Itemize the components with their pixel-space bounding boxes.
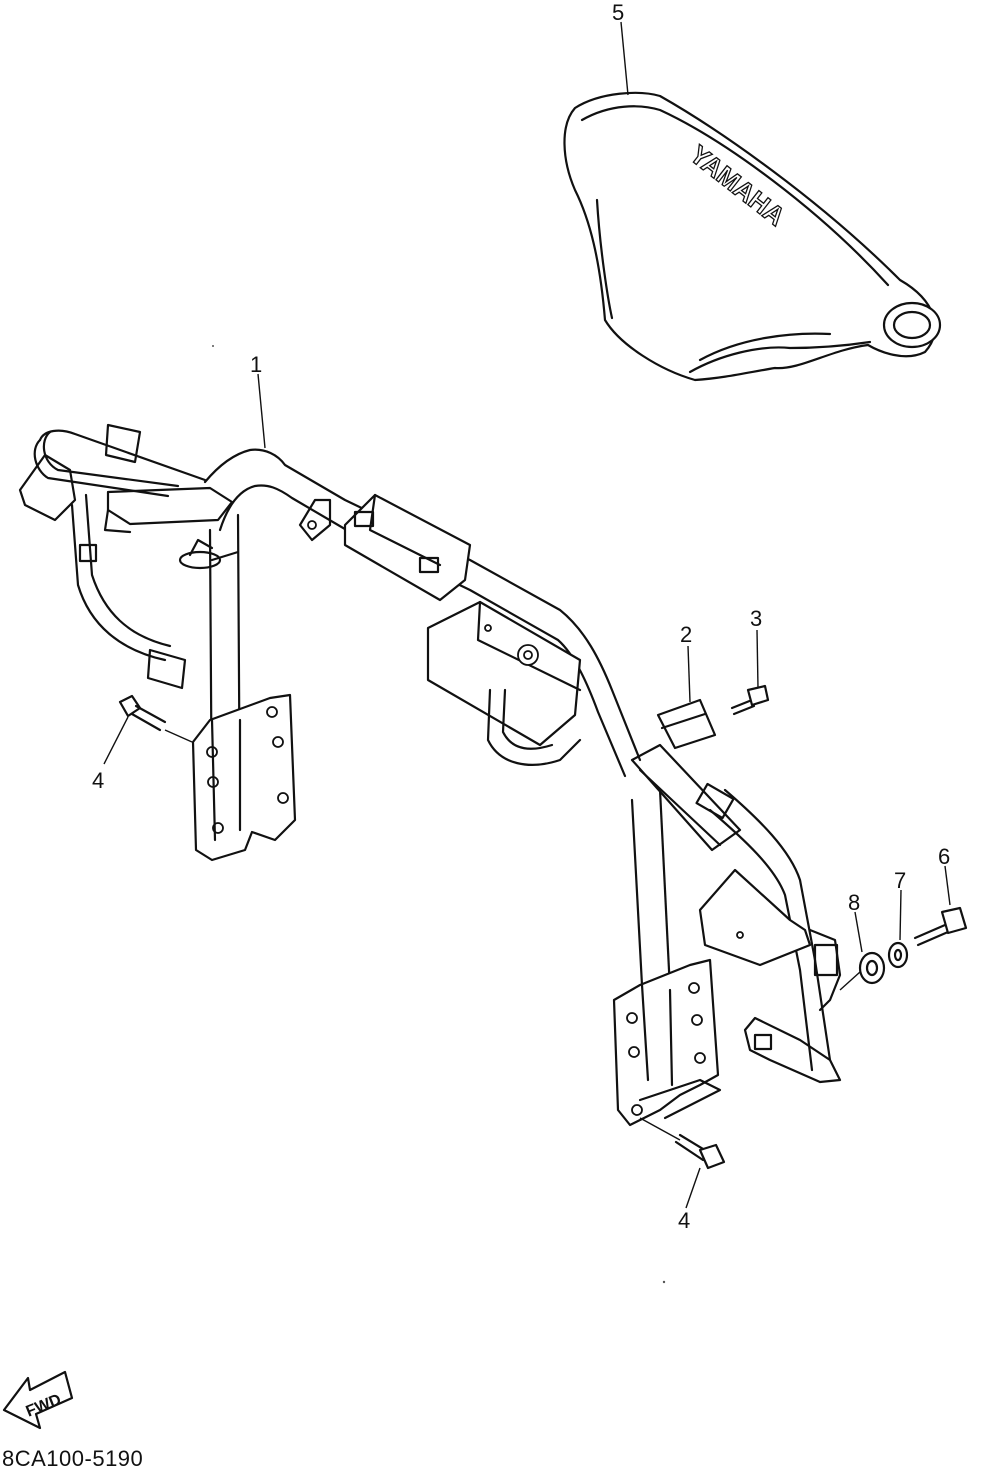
fwd-arrow: FWD	[2, 1370, 74, 1430]
bolt-far-right	[913, 906, 968, 947]
bolt-right	[674, 1133, 726, 1170]
callout-3: 3	[750, 606, 762, 631]
scan-dot	[212, 345, 214, 347]
callout-4-right: 4	[678, 1208, 690, 1233]
callout-6: 6	[938, 844, 950, 869]
main-frame	[18, 423, 842, 1127]
callout-2: 2	[680, 622, 692, 647]
bolt-left	[118, 694, 167, 732]
washer	[858, 951, 886, 985]
scan-dot	[662, 1280, 666, 1284]
pad-part	[656, 698, 717, 750]
callout-7: 7	[894, 868, 906, 893]
callout-8: 8	[848, 890, 860, 915]
small-bolt	[730, 684, 770, 716]
callouts: 5 1 2 3 4 4 6 7 8	[92, 0, 950, 1233]
callout-1: 1	[250, 352, 262, 377]
leader-lines	[103, 21, 951, 1209]
lock-washer	[887, 941, 909, 969]
callout-5: 5	[612, 0, 624, 25]
callout-4-left: 4	[92, 768, 104, 793]
seat-cushion: YAMAHA	[563, 91, 942, 382]
reference-code: 8CA100-5190	[2, 1446, 144, 1471]
